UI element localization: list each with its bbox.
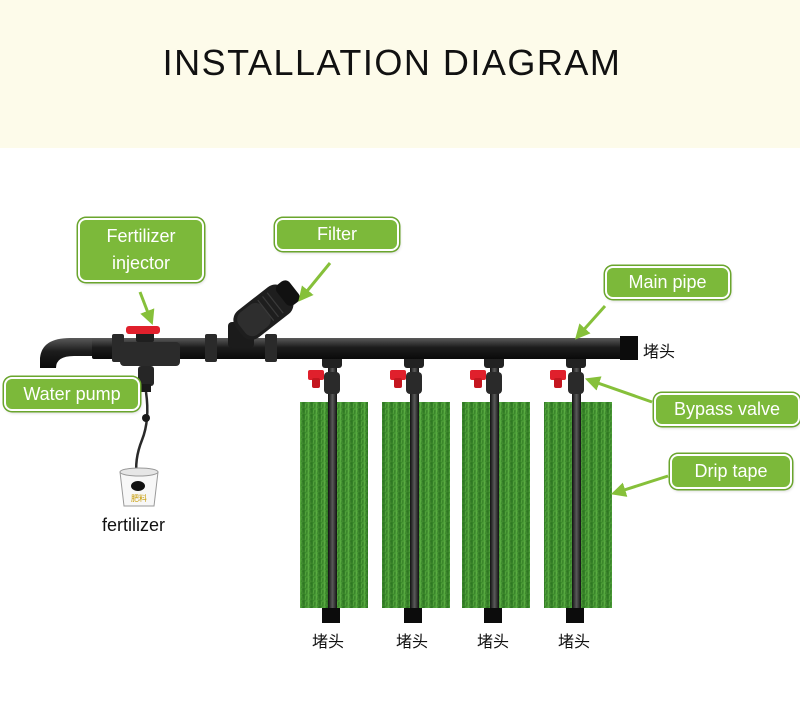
- end-cap-label-2: 堵头: [396, 632, 429, 651]
- drip-tape-row-2: [382, 366, 450, 623]
- drip-pipe: [328, 366, 337, 610]
- fertilizer-bucket: 肥料: [119, 467, 159, 507]
- bucket-label: 肥料: [131, 493, 147, 503]
- drip-tape-row-1: [300, 366, 368, 623]
- end-cap: [484, 608, 502, 623]
- page-title: INSTALLATION DIAGRAM: [162, 42, 622, 83]
- main-pipe-end-cap-label: 堵头: [643, 342, 676, 361]
- fertilizer-injector: [120, 326, 180, 392]
- main-pipe-end-cap: [620, 336, 638, 360]
- end-cap-label-4: 堵头: [558, 632, 591, 651]
- fertilizer-label: fertilizer: [102, 515, 166, 535]
- end-cap: [566, 608, 584, 623]
- bypass-valve-label-text: Bypass valve: [673, 399, 781, 419]
- filter-label: Filter: [275, 218, 399, 251]
- filter-label-text: Filter: [317, 224, 357, 244]
- main-pipe-label: Main pipe: [605, 266, 730, 299]
- drip-tape-row-3: [462, 366, 530, 623]
- drip-pipe: [490, 366, 499, 610]
- end-cap: [322, 608, 340, 623]
- drip-tape-row-4: [544, 366, 612, 623]
- end-cap: [404, 608, 422, 623]
- main-pipe-arrow: [575, 305, 607, 340]
- end-cap-label-1: 堵头: [312, 632, 345, 651]
- suction-hose: [134, 391, 149, 479]
- bypass-valve-4: [550, 354, 586, 394]
- water-pump-label: Water pump: [4, 377, 140, 411]
- header-band: [0, 0, 800, 148]
- pipe-coupling: [265, 334, 277, 362]
- bypass-valve-arrow: [584, 376, 653, 404]
- water-pump-label-text: Water pump: [23, 383, 121, 404]
- pipe-coupling: [205, 334, 217, 362]
- main-pipe-label-text: Main pipe: [628, 272, 707, 292]
- fertilizer-injector-label: Fertilizer injector: [78, 218, 204, 282]
- drip-tape-label: Drip tape: [670, 454, 792, 489]
- fertilizer-injector-arrow: [138, 291, 155, 326]
- disc-filter: [228, 280, 300, 348]
- drip-tape-label-text: Drip tape: [694, 461, 768, 481]
- main-pipe: [92, 338, 622, 359]
- drip-tape-arrow: [610, 474, 669, 497]
- fertilizer-injector-label-line1: Fertilizer: [106, 226, 176, 246]
- drip-pipe: [572, 366, 581, 610]
- drip-pipe: [410, 366, 419, 610]
- fertilizer-injector-label-line2: injector: [111, 253, 171, 273]
- bypass-valve-2: [390, 354, 424, 394]
- bypass-valve-label: Bypass valve: [654, 393, 800, 426]
- bypass-valve-1: [308, 354, 342, 394]
- end-cap-label-3: 堵头: [477, 632, 510, 651]
- bypass-valve-3: [470, 354, 504, 394]
- water-pump-elbow: [40, 338, 96, 368]
- filter-arrow: [298, 262, 332, 302]
